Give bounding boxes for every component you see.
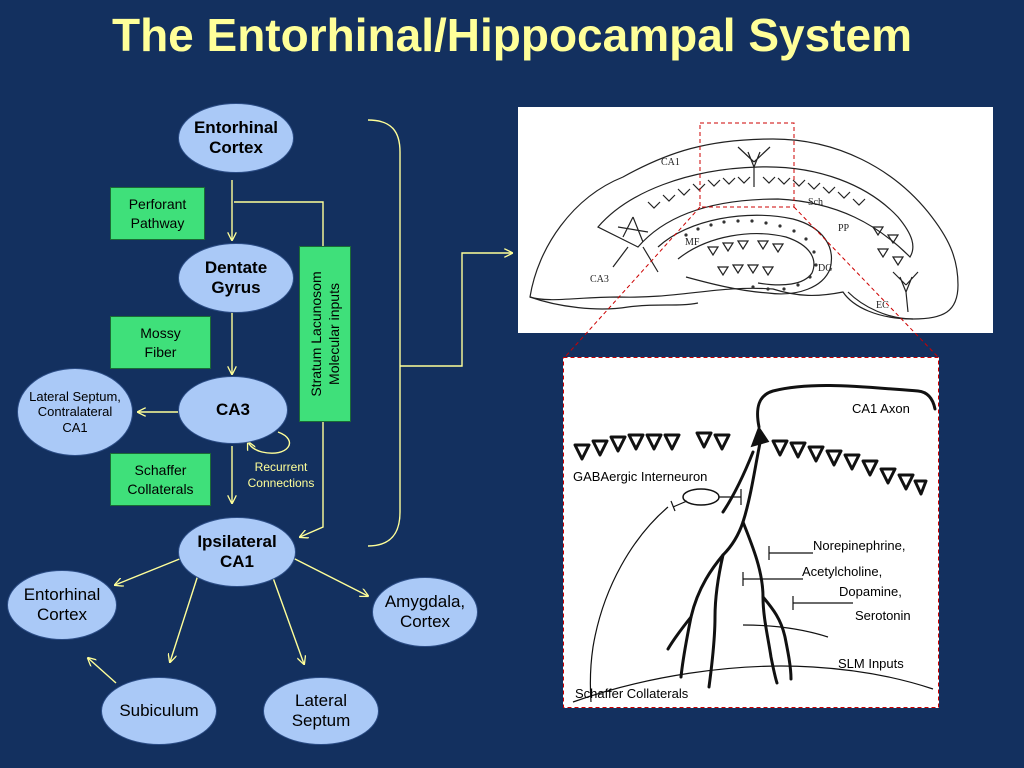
node-label: Lateral Septum, Contralateral CA1 xyxy=(29,388,121,435)
mossy-fiber-box: Mossy Fiber xyxy=(110,316,211,369)
label-schaffer-collaterals: Schaffer Collaterals xyxy=(575,686,689,701)
arrow-subiculum-to-ec xyxy=(88,658,117,684)
node-entorhinal-cortex-bottom: Entorhinal Cortex xyxy=(7,570,117,640)
dg-inner xyxy=(677,233,815,286)
brace xyxy=(367,119,401,547)
ca1-pyramidal-cells xyxy=(647,176,866,209)
label-sch: Sch xyxy=(808,197,823,208)
hippocampus-drawing xyxy=(529,122,959,320)
label-pp: PP xyxy=(838,223,850,234)
arrow-to-diagram xyxy=(400,253,512,367)
ca1-detail-panel: CA1 Axon GABAergic Interneuron Norepinep… xyxy=(563,357,939,708)
label-norepinephrine: Norepinephrine, xyxy=(813,538,906,553)
lower-lobe xyxy=(529,296,699,310)
pyramidal-layer xyxy=(573,431,928,496)
node-label: Entorhinal Cortex xyxy=(23,584,101,624)
gaba-interneuron-ellipse xyxy=(682,488,720,506)
arrow-recurrent xyxy=(248,431,291,454)
node-subiculum: Subiculum xyxy=(101,677,217,745)
ec-lobe xyxy=(847,291,914,320)
arrow-ca1-to-subiculum xyxy=(170,574,199,662)
pathway-label: Perforant Pathway xyxy=(128,195,187,231)
zoom-region-box xyxy=(699,122,795,208)
node-label: Amygdala, Cortex xyxy=(384,591,466,631)
arrow-ca1-to-ec xyxy=(115,557,183,585)
label-ec: EC xyxy=(876,300,889,311)
zoom-connector-left xyxy=(564,206,701,358)
node-amygdala-cortex: Amygdala, Cortex xyxy=(372,577,478,647)
label-acetylcholine: Acetylcholine, xyxy=(802,564,883,579)
outer-contour xyxy=(529,138,959,320)
pathway-label: Schaffer Collaterals xyxy=(127,461,194,497)
ca1-neuron xyxy=(737,146,771,187)
slide-title: The Entorhinal/Hippocampal System xyxy=(111,9,913,61)
input-lines xyxy=(572,489,934,703)
arrow-ca1-to-septum xyxy=(271,574,304,664)
label-ca3: CA3 xyxy=(590,274,609,285)
label-dg: DG xyxy=(818,263,833,274)
node-label: Entorhinal Cortex xyxy=(193,117,279,157)
node-lateral-septum: Lateral Septum xyxy=(263,677,379,745)
label-serotonin: Serotonin xyxy=(855,608,911,623)
label-gaba-interneuron: GABAergic Interneuron xyxy=(573,469,708,484)
ca1-band xyxy=(597,166,914,258)
label-slm-inputs: SLM Inputs xyxy=(838,656,904,671)
detail-border xyxy=(563,357,939,708)
stratum-lacunosom-box: Stratum Lacunosom Molecular inputs xyxy=(299,246,351,422)
label-ca1: CA1 xyxy=(661,157,680,168)
node-ipsilateral-ca1: Ipsilateral CA1 xyxy=(178,517,296,587)
node-lateral-septum-contralateral: Lateral Septum, Contralateral CA1 xyxy=(17,368,133,456)
node-label: Ipsilateral CA1 xyxy=(197,531,277,571)
node-ca3: CA3 xyxy=(178,376,288,444)
node-label: CA3 xyxy=(215,399,250,419)
pathway-label: Mossy Fiber xyxy=(140,324,181,360)
node-entorhinal-cortex-top: Entorhinal Cortex xyxy=(178,103,294,173)
ca1-detail-drawing xyxy=(563,357,939,708)
ca1-neuron xyxy=(666,384,937,689)
hippocampus-diagram: CA1 Sch PP MF DG CA3 EC xyxy=(518,107,993,333)
dg-cells xyxy=(706,240,785,277)
node-label: Dentate Gyrus xyxy=(204,257,268,297)
node-label: Subiculum xyxy=(119,700,199,720)
arrow-ca1-to-amygdala xyxy=(292,557,368,596)
schaffer-collaterals-box: Schaffer Collaterals xyxy=(110,453,211,506)
recurrent-connections-label: Recurrent Connections xyxy=(247,460,315,490)
pp-cells xyxy=(871,226,905,267)
dg-outer xyxy=(657,214,832,295)
zoom-connector-right xyxy=(793,206,939,358)
ec-neuron xyxy=(892,271,919,313)
perforant-pathway-box: Perforant Pathway xyxy=(110,187,205,240)
label-dopamine: Dopamine, xyxy=(839,584,902,599)
label-ca1-axon: CA1 Axon xyxy=(852,401,910,416)
node-label: Lateral Septum xyxy=(291,690,351,730)
node-dentate-gyrus: Dentate Gyrus xyxy=(178,243,294,313)
label-mf: MF xyxy=(685,237,700,248)
ca3-neurons xyxy=(612,216,659,273)
